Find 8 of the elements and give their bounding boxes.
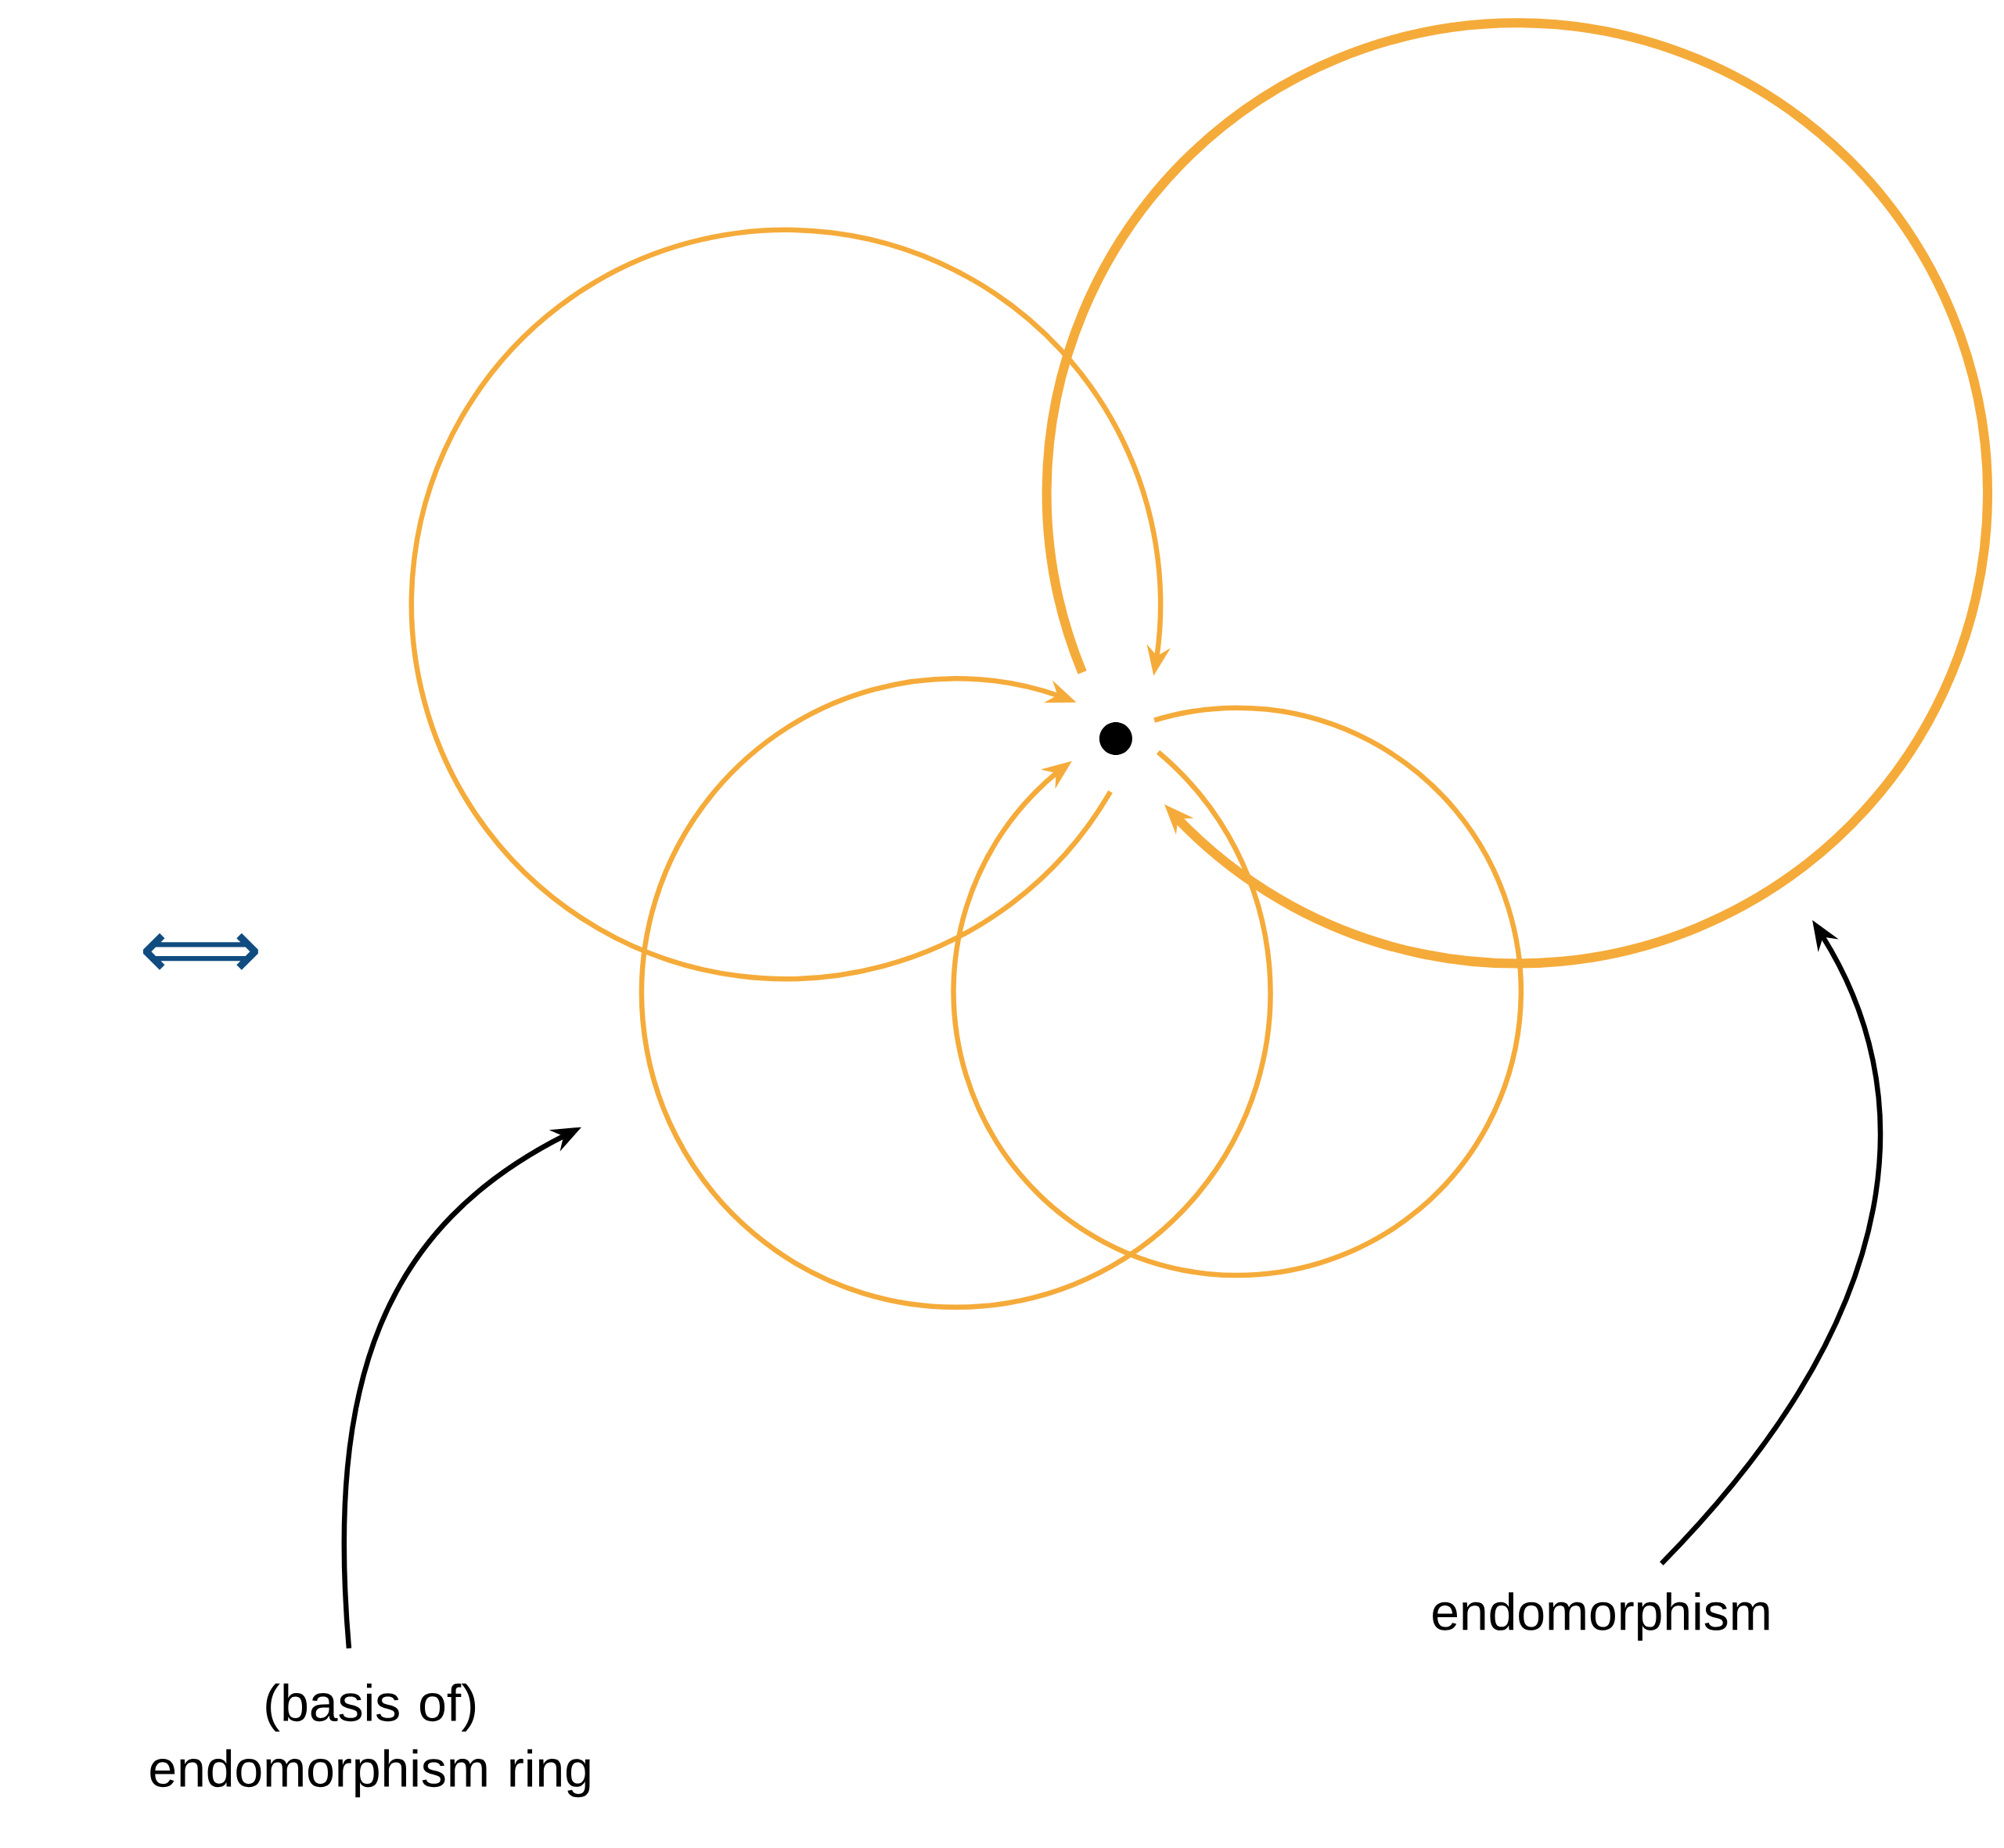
equivalence-symbol: ⟺ bbox=[142, 933, 258, 970]
loop-arrow bbox=[1042, 19, 1992, 969]
dot bbox=[1099, 722, 1132, 755]
loop-arrow bbox=[639, 676, 1273, 1310]
callout-text: endomorphism bbox=[1433, 1592, 1769, 1641]
loop-arrow bbox=[951, 706, 1524, 1278]
callout-text: (basis of) endomorphism ring bbox=[150, 1683, 590, 1798]
loop-arrow bbox=[408, 228, 1171, 982]
